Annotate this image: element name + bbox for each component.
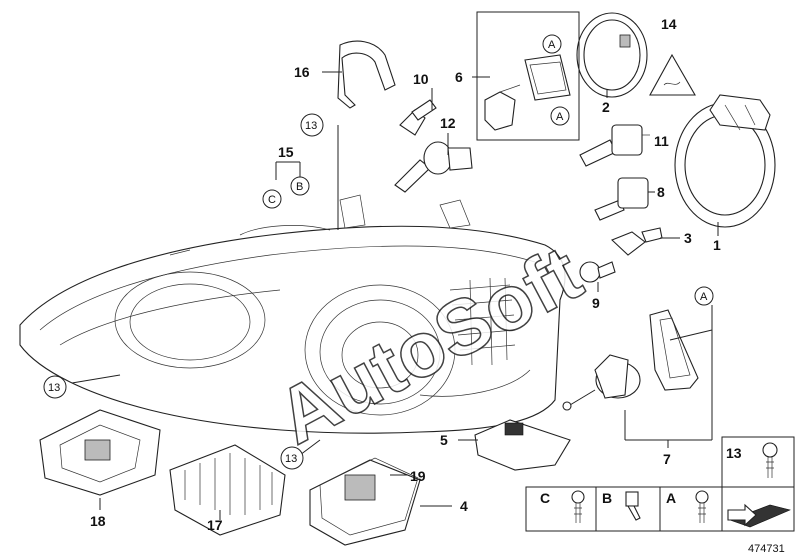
ref-a-right: A <box>700 291 708 303</box>
ref-b: B <box>296 181 303 193</box>
diagram-id: 474731 <box>748 543 785 555</box>
callout-10: 10 <box>413 71 429 87</box>
callout-15: 15 <box>278 144 294 160</box>
warning-label <box>649 53 696 96</box>
callout-1: 1 <box>713 237 721 253</box>
callout-7: 7 <box>663 451 671 467</box>
callouts: 1 2 3 4 5 6 7 8 9 10 11 12 14 15 16 17 1… <box>90 16 721 533</box>
ref-c: C <box>268 194 276 206</box>
callout-5: 5 <box>440 432 448 448</box>
reference-letters: A A A B C <box>262 34 714 306</box>
socket-3 <box>610 227 663 256</box>
legend-table: 13 C B A <box>525 436 795 532</box>
bulb-10 <box>399 99 437 136</box>
callout-13-b: 13 <box>48 382 60 394</box>
callout-8: 8 <box>657 184 665 200</box>
callout-19: 19 <box>410 468 426 484</box>
bulb-9 <box>579 261 616 283</box>
callout-4: 4 <box>460 498 468 514</box>
callout-13-a: 13 <box>305 120 317 132</box>
control-module-5 <box>474 419 571 471</box>
bulb-11 <box>579 124 650 167</box>
bulb-12 <box>394 141 473 193</box>
callout-17: 17 <box>207 517 223 533</box>
callout-16: 16 <box>294 64 310 80</box>
callout-2: 2 <box>602 99 610 115</box>
callout-6: 6 <box>455 69 463 85</box>
heatsink-17 <box>169 444 286 536</box>
callout-13-c: 13 <box>285 453 297 465</box>
leader-lines <box>71 71 719 520</box>
led-module-4 <box>309 457 421 546</box>
legend-cell-c: C <box>540 490 550 506</box>
rear-cover <box>674 94 776 228</box>
callout-9: 9 <box>592 295 600 311</box>
headlight-housing <box>19 194 566 434</box>
legend-cell-a: A <box>666 490 676 506</box>
ref-a-box: A <box>556 111 564 123</box>
clip <box>337 40 396 109</box>
ignition-unit-box <box>476 11 580 141</box>
legend-top-label: 13 <box>726 445 742 461</box>
callout-18: 18 <box>90 513 106 529</box>
bulb-8 <box>594 177 649 221</box>
ref-a-top: A <box>548 39 556 51</box>
callouts-13-circled: 13 13 13 <box>43 113 324 470</box>
legend-cell-b: B <box>602 490 612 506</box>
actuator-7 <box>562 309 699 411</box>
callout-14: 14 <box>661 16 677 32</box>
callout-11: 11 <box>654 133 669 149</box>
callout-12: 12 <box>440 115 456 131</box>
callout-3: 3 <box>684 230 692 246</box>
cover-cap <box>576 12 648 98</box>
ballast-18 <box>39 409 161 496</box>
